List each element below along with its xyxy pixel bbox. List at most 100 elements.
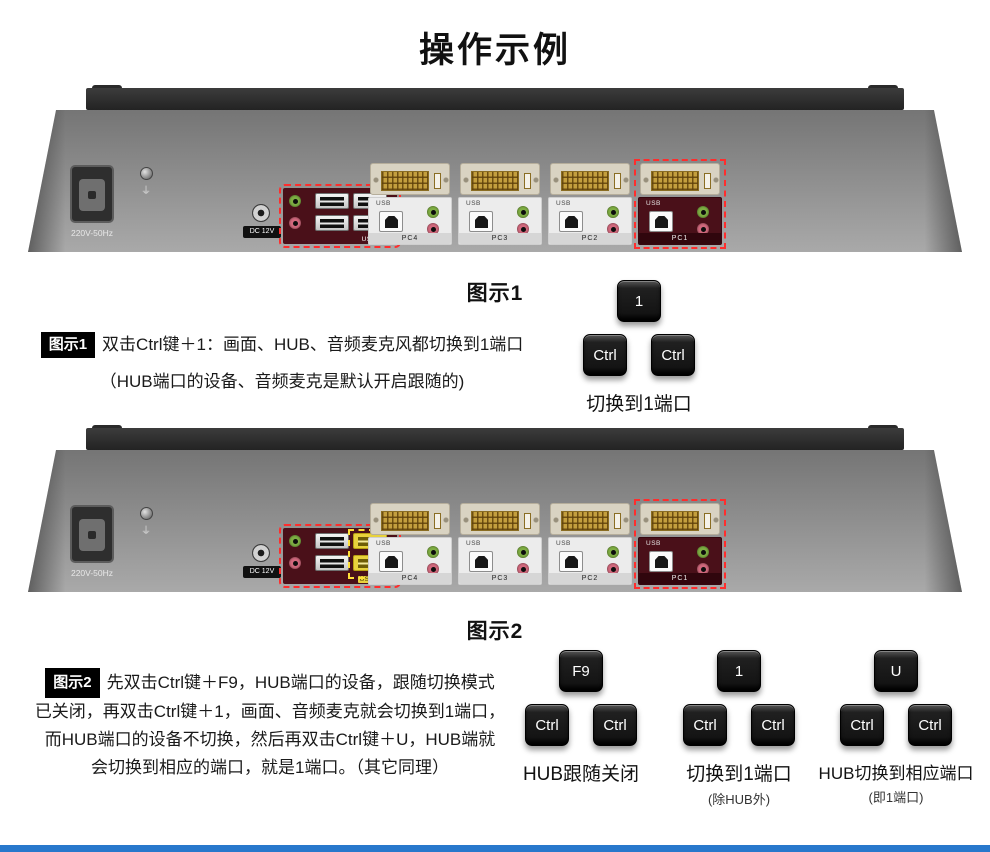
figure2-badge: 图示2 [45,668,100,698]
figure2-note-line2: 已关闭，再双击Ctrl键＋1，画面、音频麦克就会切换到1端口， [34,702,506,721]
usb-b-port-icon [469,211,493,232]
key-ctrl-right: Ctrl [593,704,637,746]
figure2-note-text: 先双击Ctrl键＋F9，HUB端口的设备，跟随切换模式 [106,673,495,692]
figure1-note-text: 双击Ctrl键＋1：画面、HUB、音频麦克风都切换到1端口 [102,335,524,354]
figure1-badge: 图示1 [40,332,96,358]
pc4-section: USB PC4 [368,503,452,585]
usb-b-port-icon [649,211,673,232]
figure2-key-combo-u: U Ctrl Ctrl HUB切换到相应端口 (即1端口) [811,650,981,806]
mic-jack-pink-icon [697,223,709,235]
device-top-panel [86,428,904,450]
figure2-key-combo-f9: F9 Ctrl Ctrl HUB跟随关闭 [496,650,666,786]
usb-port-label: USB [376,200,391,207]
dvi-port-icon [550,163,630,195]
figure1-note-line2: （HUB端口的设备、音频麦克是默认开启跟随的) [99,372,465,392]
bottom-accent-bar [0,845,990,852]
mic-jack-pink-icon [607,223,619,235]
figure2-key-caption-1: HUB跟随关闭 [522,764,640,785]
mic-jack-pink-icon [289,557,301,569]
audio-jack-green-icon [607,546,619,558]
key-u: U [874,650,918,692]
pc4-panel: USB PC4 [368,197,452,245]
pc-port-label: PC1 [639,233,721,244]
pc1-section-highlighted: USB PC1 [634,499,726,589]
audio-jack-green-icon [697,206,709,218]
audio-jack-green-icon [517,546,529,558]
mic-jack-pink-icon [697,563,709,575]
key-ctrl-right: Ctrl [651,334,695,376]
usb-b-port-icon [379,211,403,232]
pc3-panel: USB PC3 [458,197,542,245]
pc2-panel: USB PC2 [548,537,632,585]
key-ctrl-left: Ctrl [840,704,884,746]
mic-jack-pink-icon [427,223,439,235]
pc-port-label: PC2 [549,573,631,584]
pc-port-label: PC2 [549,233,631,244]
mic-jack-pink-icon [607,563,619,575]
dvi-port-icon [370,163,450,195]
ac-power-label: 220V-50Hz [70,568,114,578]
usb-a-port-icon [315,555,349,571]
page-title: 操作示例 [418,31,571,70]
figure2-key-subcaption-3: (即1端口) [868,790,924,805]
usb-b-port-icon [559,551,583,572]
figure1-key-combo: 1 Ctrl Ctrl 切换到1端口 [554,280,724,416]
key-1: 1 [717,650,761,692]
figure2-key-caption-3: HUB切换到相应端口 [818,764,974,783]
usb-a-port-icon [315,533,349,549]
kvm-rear-view-figure1: 220V-50Hz ⏚ DC 12V USB HUB USB PC4 [28,85,962,252]
ground-icon: ⏚ [141,186,151,197]
audio-jack-green-icon [517,206,529,218]
ground-icon: ⏚ [141,526,151,537]
figure2-note-line3: 而HUB端口的设备不切换，然后再双击Ctrl键＋U，HUB端就 [44,730,496,749]
pc-port-label: PC3 [459,233,541,244]
ground-screw-icon [140,507,153,520]
pc3-panel: USB PC3 [458,537,542,585]
dc-power-label: DC 12V [243,566,281,578]
usb-port-label: USB [466,540,481,547]
mic-jack-pink-icon [427,563,439,575]
pc4-panel: USB PC4 [368,537,452,585]
ac-power-inlet [70,165,114,223]
audio-jack-green-icon [427,546,439,558]
pc-port-label: PC4 [369,573,451,584]
ac-power-inlet [70,505,114,563]
kvm-rear-view-figure2: 220V-50Hz ⏚ DC 12V USB HUB USB PC4 [28,425,962,592]
pc2-section: USB PC2 [548,163,632,245]
dc-power-jack [252,204,270,222]
dvi-port-icon [640,163,720,195]
usb-port-label: USB [466,200,481,207]
key-f9: F9 [559,650,603,692]
dvi-port-icon [640,503,720,535]
audio-jack-green-icon [607,206,619,218]
figure1-note: 图示1 双击Ctrl键＋1：画面、HUB、音频麦克风都切换到1端口 （HUB端口的… [20,331,544,395]
pc2-section: USB PC2 [548,503,632,585]
pc-port-label: PC3 [459,573,541,584]
audio-jack-green-icon [289,195,301,207]
usb-b-port-icon [379,551,403,572]
figure2-note: 图示2 先双击Ctrl键＋F9，HUB端口的设备，跟随切换模式 已关闭，再双击Ct… [14,668,526,782]
figure2-note-line4: 会切换到相应的端口，就是1端口。（其它同理） [91,758,449,777]
usb-a-port-icon [315,215,349,231]
pc-port-label: PC4 [369,233,451,244]
key-ctrl-left: Ctrl [683,704,727,746]
pc3-section: USB PC3 [458,503,542,585]
pc3-section: USB PC3 [458,163,542,245]
usb-b-port-icon [559,211,583,232]
pc1-panel: USB PC1 [638,197,722,245]
figure1-note-line1: 图示1 双击Ctrl键＋1：画面、HUB、音频麦克风都切换到1端口 [20,331,544,358]
usb-b-port-icon [469,551,493,572]
figure2-note-line1: 图示2 先双击Ctrl键＋F9，HUB端口的设备，跟随切换模式 [14,668,526,698]
key-ctrl-right: Ctrl [908,704,952,746]
dvi-port-icon [370,503,450,535]
usb-b-port-icon [649,551,673,572]
usb-port-label: USB [376,540,391,547]
key-ctrl-right: Ctrl [751,704,795,746]
dc-power-label: DC 12V [243,226,281,238]
pc2-panel: USB PC2 [548,197,632,245]
audio-jack-green-icon [697,546,709,558]
usb-port-label: USB [646,540,661,547]
device-top-panel [86,88,904,110]
pc-port-label: PC1 [639,573,721,584]
